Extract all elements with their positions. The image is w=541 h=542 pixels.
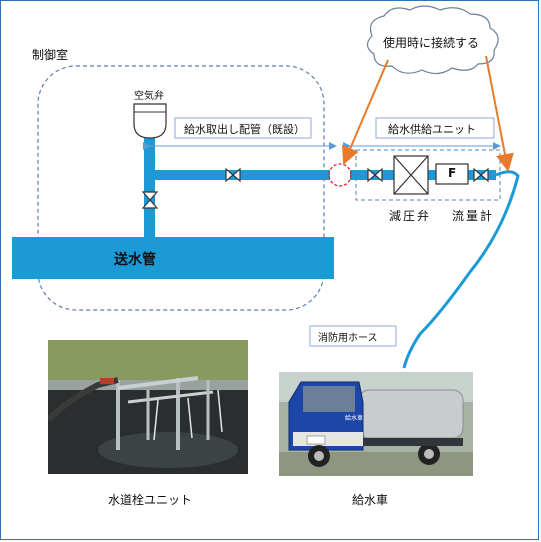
hydrant-unit-label: 水道栓ユニット [108, 493, 193, 507]
riser-pipe [144, 136, 155, 238]
water-truck-photo [279, 372, 473, 476]
hydrant-unit-photo [48, 340, 248, 474]
existing-pipe-label: 給水取出し配管（既設） [184, 123, 305, 136]
air-valve-label: 空気弁 [134, 91, 164, 102]
unit-outlet-valve-symbol [473, 167, 489, 183]
water-main-label: 送水管 [114, 252, 156, 268]
connection-point-circle [328, 163, 352, 187]
fire-hose-line [402, 170, 520, 369]
flow-meter-label: 流量計 [452, 209, 495, 223]
flow-meter-symbol-label: F [448, 166, 457, 180]
control-room-label: 制御室 [32, 48, 69, 62]
flow-meter-symbol [435, 163, 469, 185]
pressure-reducing-valve-label: 減圧弁 [389, 209, 432, 223]
unit-inlet-valve-symbol [367, 167, 383, 183]
supply-unit-label: 給水供給ユニット [388, 123, 476, 136]
air-valve-symbol [133, 103, 167, 139]
pressure-reducing-valve-symbol [393, 155, 429, 195]
callout-arrow-left [342, 59, 389, 165]
control-room-box [37, 65, 325, 311]
callout-cloud [366, 5, 499, 75]
truck-plate-text: 給水車 [345, 415, 364, 422]
callout-text: 使用時に接続する [383, 36, 480, 50]
water-truck-label: 給水車 [352, 493, 389, 507]
fire-hose-label: 消防用ホース [318, 333, 378, 344]
callout-arrow-right [485, 55, 514, 172]
water-main-pipe [12, 237, 334, 279]
riser-valve-symbol [141, 191, 159, 209]
supply-valve-symbol [225, 167, 241, 183]
